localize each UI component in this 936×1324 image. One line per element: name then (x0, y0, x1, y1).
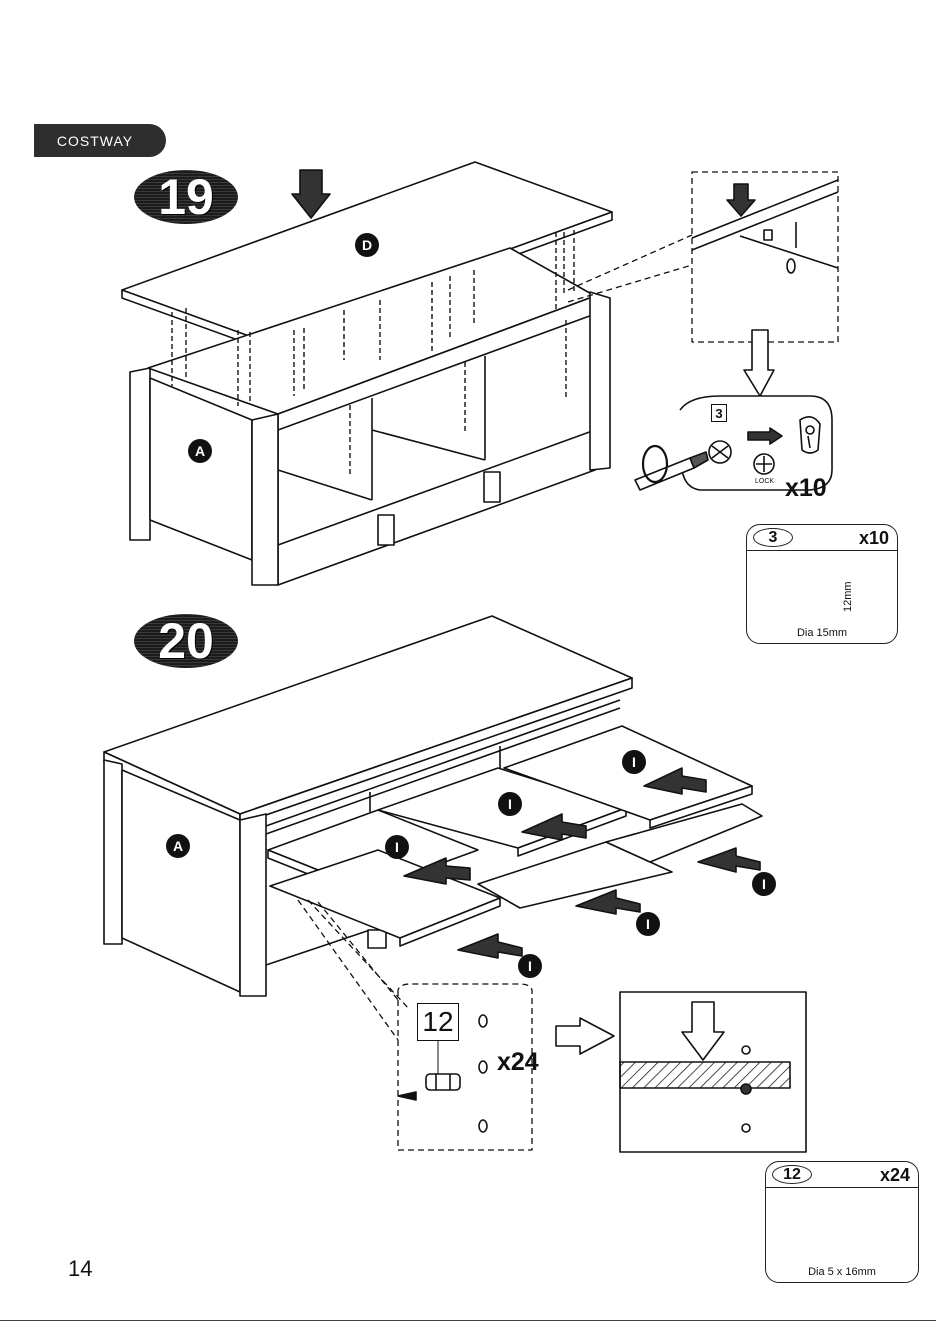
panel-label-i: I (498, 792, 522, 816)
step-20-quantity: x24 (497, 1048, 539, 1077)
panel-label-a: A (188, 439, 212, 463)
part-box-dowel: 12 x24 Dia 5 x 16mm (765, 1161, 919, 1283)
detail-view-19 (692, 180, 838, 273)
panel-label-d: D (355, 233, 379, 257)
down-arrow-icon (727, 184, 755, 216)
panel-label-i: I (636, 912, 660, 936)
right-arrow-icon (556, 1018, 614, 1054)
part-box-header: 12 x24 (766, 1162, 918, 1188)
detail-view-20 (620, 992, 806, 1152)
part-id: 12 (772, 1165, 812, 1184)
part-dimension: Dia 15mm (747, 627, 897, 639)
wooden-dowel-icon (398, 1040, 460, 1100)
part-quantity: x10 (859, 528, 889, 549)
part-dimension: Dia 5 x 16mm (766, 1266, 918, 1278)
dowel-holes (479, 1015, 487, 1132)
down-arrow-icon (292, 170, 330, 218)
panel-label-i: I (385, 835, 409, 859)
panel-label-i: I (622, 750, 646, 774)
step-19-quantity: x10 (785, 474, 827, 503)
part-box-cam-lock: 3 x10 Dia 15mm (746, 524, 898, 644)
lock-label: LOCK (755, 478, 774, 485)
part-tag-3: 3 (711, 404, 727, 422)
part-tag-12: 12 (417, 1003, 459, 1041)
part-quantity: x24 (880, 1165, 910, 1186)
down-arrow-icon (744, 330, 774, 396)
panel-label-a: A (166, 834, 190, 858)
bottom-divider (0, 1320, 936, 1321)
part-box-header: 3 x10 (747, 525, 897, 551)
panel-label-i: I (752, 872, 776, 896)
page-number: 14 (68, 1256, 92, 1282)
panel-label-i: I (518, 954, 542, 978)
part-dimension-height: 12mm (842, 581, 854, 612)
part-id: 3 (753, 528, 793, 547)
